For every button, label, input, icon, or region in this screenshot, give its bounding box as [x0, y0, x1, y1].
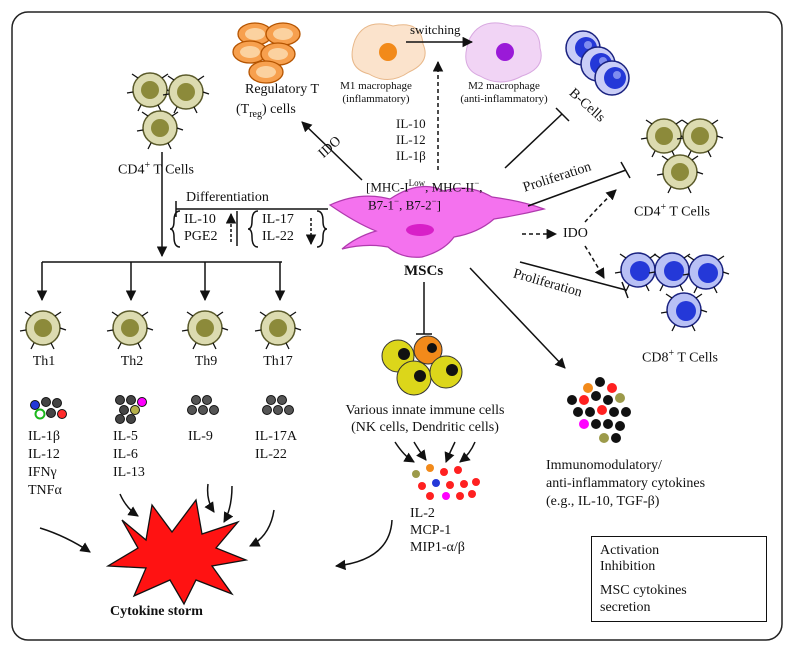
inhibit-cd4-proliferation — [527, 169, 627, 207]
cd4-left-label: CD4+ T Cells — [118, 160, 194, 178]
legend-box: Activation Inhibition MSC cytokines secr… — [591, 536, 767, 622]
box-right-1: IL-17 — [262, 212, 294, 227]
immunomod-line1: Immunomodulatory/ — [546, 458, 662, 473]
legend-secretion-line2: secretion — [600, 600, 651, 615]
th1-cytokine-1: IL-1β — [28, 429, 60, 444]
box-left-2: PGE2 — [184, 229, 218, 244]
msc-markers-line1: [MHC-ILow, MHC-II−, — [366, 178, 483, 195]
th9-cytokine-1: IL-9 — [188, 429, 213, 444]
m2-label-line1: M2 macrophage — [468, 80, 540, 92]
outer-frame — [11, 11, 783, 641]
th17-label: Th17 — [263, 354, 293, 369]
innate-label-line2: (NK cells, Dendritic cells) — [351, 420, 499, 435]
inhibit-bar-bcells — [555, 107, 570, 122]
differentiation-label: Differentiation — [186, 190, 269, 205]
m1-label-line2: (inflammatory) — [342, 93, 410, 105]
innate-cytokine-dots — [412, 464, 480, 500]
innate-cytokine-2: MCP-1 — [410, 523, 452, 538]
macrophage-cytokine-2: IL-12 — [396, 132, 426, 147]
ido-label: IDO — [563, 226, 588, 241]
th2-cytokine-2: IL-6 — [113, 447, 138, 462]
msc-markers-line2: B7-1−, B7-2−] — [368, 196, 441, 213]
th9-label: Th9 — [194, 354, 218, 369]
inhibit-bcells — [504, 113, 563, 169]
arrow-msc-immunomod — [469, 267, 566, 369]
th2-cytokine-1: IL-5 — [113, 429, 138, 444]
m1-macrophage-icon — [351, 23, 426, 80]
innate-cytokine-1: IL-2 — [410, 506, 435, 521]
msc-cell-icon — [328, 185, 547, 258]
th1-cytokine-2: IL-12 — [28, 447, 60, 462]
th9-cytokine-dots — [187, 395, 219, 415]
macrophage-cytokine-3: IL-1β — [396, 148, 426, 163]
legend-inhibition: Inhibition — [600, 559, 656, 574]
th2-cytokine-3: IL-13 — [113, 465, 145, 480]
legend-secretion-line1: MSC cytokines — [600, 583, 687, 598]
immunomod-line2: anti-inflammatory cytokines — [546, 476, 706, 491]
legend-activation: Activation — [600, 543, 660, 558]
cytokine-storm-burst — [105, 498, 249, 606]
innate-label-line1: Various innate immune cells — [345, 403, 505, 418]
macrophage-cytokine-1: IL-10 — [396, 116, 426, 131]
innate-immune-cells — [381, 335, 463, 396]
th1-cytokine-4: TNFα — [28, 483, 62, 498]
innate-cytokine-3: MIP1-α/β — [410, 540, 465, 555]
th1-cytokine-3: IFNγ — [28, 465, 57, 480]
th17-cytokine-dots — [262, 395, 294, 415]
box-right-2: IL-22 — [262, 229, 294, 244]
th1-cytokine-dots — [30, 397, 67, 420]
th2-label: Th2 — [120, 354, 144, 369]
th17-cytokine-2: IL-22 — [255, 447, 287, 462]
cytokine-storm-label: Cytokine storm — [110, 604, 203, 619]
inhibit-cd8-proliferation — [519, 261, 627, 291]
arrow-msc-treg — [301, 121, 363, 181]
m2-macrophage-icon — [465, 22, 542, 83]
cd4-right-label: CD4+ T Cells — [634, 202, 710, 220]
box-left-1: IL-10 — [184, 212, 216, 227]
m1-label-line1: M1 macrophage — [340, 80, 412, 92]
m2-label-line2: (anti-inflammatory) — [460, 93, 548, 105]
msc-label: MSCs — [404, 263, 444, 279]
th2-cytokine-dots — [115, 395, 147, 424]
th1-label: Th1 — [32, 354, 56, 369]
immunomod-line3: (e.g., IL-10, TGF-β) — [546, 494, 660, 509]
immunomod-cytokine-dots — [567, 377, 631, 443]
cd8-label: CD8+ T Cells — [642, 348, 718, 366]
switching-label: switching — [410, 22, 461, 37]
treg-label-line2: (Treg) cells — [236, 102, 296, 120]
th17-cytokine-1: IL-17A — [255, 429, 297, 444]
treg-label-line1: Regulatory T — [244, 82, 319, 97]
